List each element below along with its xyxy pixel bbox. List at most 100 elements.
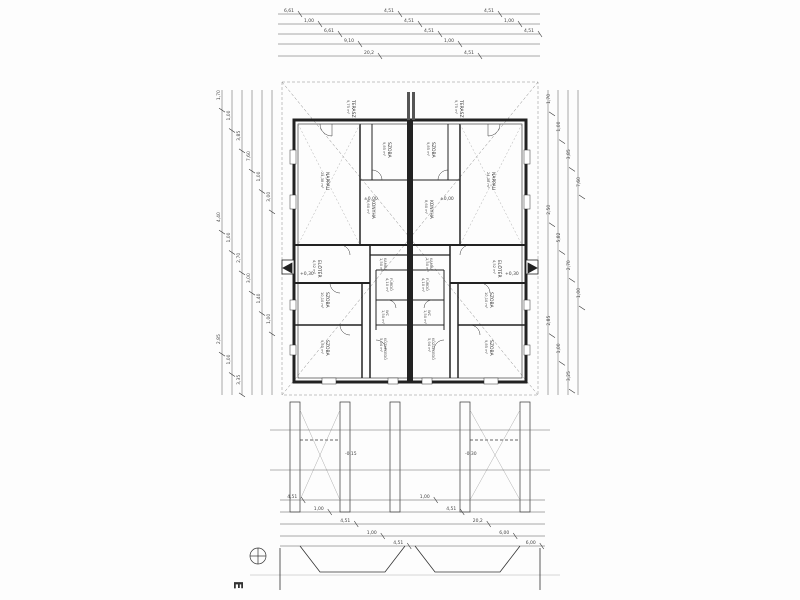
dimension-label: 3,25 [566, 371, 572, 381]
dimension-tick [433, 496, 438, 504]
room-area: 4,10 m² [385, 278, 389, 293]
parking-area [270, 401, 550, 513]
room-kozlekedo-left: KÖZLEKEDŐ 5,94 m² [379, 338, 388, 360]
dimension-label: 4,40 [216, 212, 222, 222]
dimension-tick [517, 20, 523, 28]
dimension-tick [513, 532, 518, 540]
level-mark: -0,30 [465, 451, 477, 457]
room-area: 9,85 m² [320, 340, 324, 355]
left-dimension-chains [221, 90, 273, 395]
dimension-label: 4,51 [384, 8, 394, 14]
level-mark: +0,30 [505, 271, 519, 277]
dimension-tick [568, 277, 576, 283]
room-szoba-bot-right: SZOBA 9,85 m² [484, 340, 494, 357]
room-name: NAPPALI [490, 172, 496, 191]
street-kerb-outline [250, 545, 560, 590]
dimension-tick [228, 250, 236, 255]
room-konyha-right: KONYHA 8,60 m² [424, 200, 434, 220]
room-area: 1,50 m² [381, 310, 385, 325]
dimension-label: 2,85 [216, 334, 222, 344]
room-area: 1,50 m² [379, 258, 383, 273]
dimension-label: 1,00 [556, 343, 562, 353]
room-area: 4,52 m² [312, 260, 316, 275]
room-name: TERASZ [350, 99, 356, 118]
dimension-label: 20,2 [473, 518, 483, 524]
party-wall [407, 92, 415, 382]
room-kozlekedo-right: KÖZLEKEDŐ 5,94 m² [427, 338, 436, 360]
dimension-tick [297, 10, 303, 18]
room-name: SZOBA [386, 142, 392, 159]
room-name: KONYHA [428, 200, 434, 220]
room-name: SZOBA [324, 292, 330, 309]
bottom-dimension-ticks [301, 496, 544, 550]
room-area: 5,94 m² [379, 338, 383, 353]
dimension-tick [578, 305, 586, 311]
dimension-label: 2,70 [236, 253, 242, 263]
dimension-tick [548, 333, 556, 338]
dimension-label: 6,00 [526, 540, 536, 546]
left-dimension-ticks [218, 107, 276, 398]
room-name: TERASZ [458, 99, 464, 118]
room-name: SZOBA [430, 142, 436, 159]
dimension-tick [539, 542, 544, 550]
dimension-label: 4,51 [393, 540, 403, 546]
room-area: 9,85 m² [382, 142, 386, 157]
room-name: ELŐTÉR [496, 260, 504, 278]
dimension-label: 9,10 [344, 38, 354, 44]
dimension-label: 4,51 [484, 8, 494, 14]
dimension-tick [218, 229, 226, 235]
level-mark: ±0,00 [440, 196, 454, 202]
section-label: E [231, 581, 245, 589]
room-area: 1,50 m² [425, 258, 429, 273]
dimension-tick [477, 52, 483, 60]
room-name: KÖZLEKEDŐ [431, 338, 436, 360]
room-area: 9,85 m² [484, 340, 488, 355]
room-terasz-left: TERASZ 9,75 m² [346, 99, 356, 118]
bottom-dimension-chains [280, 499, 545, 547]
dimension-tick [238, 392, 246, 398]
room-area: 10,10 m² [484, 292, 488, 309]
room-konyha-left: KONYHA 8,60 m² [366, 200, 376, 220]
room-area: 8,60 m² [366, 200, 370, 215]
dimension-tick [548, 222, 556, 228]
dimension-tick [377, 52, 383, 60]
dimension-tick [417, 20, 423, 28]
room-terasz-right: TERASZ 9,75 m² [454, 99, 464, 118]
dimension-tick [301, 496, 306, 504]
room-area: 9,75 m² [454, 100, 458, 115]
left-dimension-labels: 1,701,003,857,601,003,004,401,002,703,00… [216, 90, 272, 385]
dimension-label: 1,70 [546, 94, 552, 104]
dimension-label: 3,35 [236, 375, 242, 385]
dimension-label: 1,00 [576, 288, 582, 298]
dimension-tick [218, 351, 226, 357]
room-nappali-right: NAPPALI 24,38 m² [486, 172, 496, 191]
dimension-label: 1,00 [226, 232, 232, 242]
dimension-tick [354, 520, 359, 528]
room-name: FÜRDŐ [389, 278, 394, 291]
dimension-tick [460, 508, 465, 516]
room-kamra-left: KAMRA 1,50 m² [379, 258, 387, 273]
room-name: KAMRA [429, 258, 433, 271]
right-dimension-chains [547, 90, 579, 395]
top-dimension-ticks [297, 10, 543, 60]
dimension-tick [497, 10, 503, 18]
dimension-label: 6,61 [284, 8, 294, 14]
dimension-label: 1,00 [314, 506, 324, 512]
dimension-tick [578, 194, 586, 200]
dimension-label: 4,51 [404, 18, 414, 24]
dimension-tick [238, 148, 246, 154]
dimension-label: 6,61 [324, 28, 334, 34]
section-marker: E [231, 547, 267, 589]
room-furdo-right: FÜRDŐ 4,10 m² [421, 278, 430, 293]
room-name: KÖZLEKEDŐ [383, 338, 388, 360]
dimension-label: 1,00 [556, 121, 562, 131]
dimension-label: 4,51 [287, 494, 297, 500]
dimension-tick [568, 388, 576, 394]
level-mark: +0,30 [300, 271, 314, 277]
room-szoba-mid-left: SZOBA 10,10 m² [320, 292, 330, 309]
dimension-label: 1,00 [420, 494, 430, 500]
dimension-tick [228, 128, 236, 133]
dimension-tick [268, 331, 276, 337]
room-wc-right: WC 1,50 m² [423, 310, 431, 325]
